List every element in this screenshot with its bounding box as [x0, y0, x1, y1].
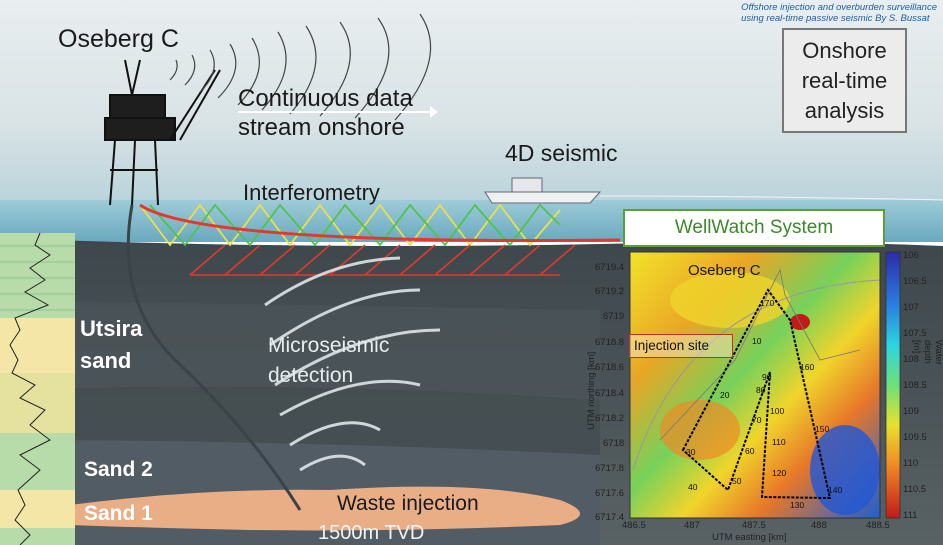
y-tick: 6718.6 — [595, 362, 625, 373]
colorbar-tick: 107 — [903, 302, 919, 313]
colorbar-tick: 110.5 — [903, 484, 927, 495]
route-number: 130 — [790, 500, 805, 510]
x-tick: 486.5 — [622, 520, 646, 531]
credit-line-2: using real-time passive seismic By S. Bu… — [741, 13, 930, 24]
route-number: 150 — [815, 424, 830, 434]
y-tick: 6717.6 — [595, 488, 625, 499]
seismic-label: 4D seismic — [505, 140, 618, 166]
y-tick: 6717.4 — [595, 512, 625, 523]
route-number: 40 — [688, 482, 698, 492]
colorbar-tick: 111 — [903, 510, 918, 521]
tvd-label: 1500m TVD — [318, 522, 425, 544]
route-number: 60 — [745, 446, 755, 456]
colorbar-title: Water depth [m] — [911, 340, 943, 365]
y-tick: 6719 — [603, 311, 625, 322]
x-tick: 488.5 — [866, 520, 890, 531]
colorbar-tick: 108.5 — [903, 380, 927, 391]
y-tick: 6718.4 — [595, 388, 625, 399]
colorbar-tick: 110 — [903, 458, 919, 469]
interferometry-label: Interferometry — [243, 180, 380, 205]
onshore-analysis-box: Onshore real-time analysis — [782, 28, 907, 133]
credit-line-1: Offshore injection and overburden survei… — [741, 2, 937, 13]
x-tick: 488 — [811, 520, 827, 531]
utsira-label-2: sand — [80, 348, 132, 373]
waste-injection-label: Waste injection — [337, 492, 479, 515]
route-number: 20 — [720, 390, 730, 400]
y-tick: 6718.2 — [595, 413, 625, 424]
route-number: 140 — [828, 485, 843, 495]
x-tick: 487.5 — [742, 520, 766, 531]
stream-label-1: Continuous data — [238, 85, 413, 112]
utsira-label-1: Utsira — [80, 316, 143, 341]
microseismic-label-2: detection — [268, 364, 354, 387]
map-platform-label: Oseberg C — [688, 262, 761, 279]
colorbar-tick: 106 — [903, 250, 919, 261]
y-tick: 6718.8 — [595, 337, 625, 348]
microseismic-label-1: Microseismic — [268, 334, 390, 357]
colorbar-tick: 108 — [903, 354, 919, 365]
route-number: 10 — [752, 336, 762, 346]
stream-label-2: stream onshore — [238, 114, 405, 141]
route-number: 90 — [762, 372, 772, 382]
x-tick: 487 — [684, 520, 700, 531]
colorbar-tick: 106.5 — [903, 276, 927, 287]
y-tick: 6719.4 — [595, 262, 625, 273]
platform-label: Oseberg C — [58, 25, 179, 53]
onshore-line-1: Onshore — [802, 38, 887, 63]
onshore-line-2: real-time — [801, 68, 888, 93]
injection-site-label: Injection site — [629, 334, 733, 358]
y-axis-title: UTM northing [km] — [586, 351, 597, 430]
route-number: 70 — [752, 415, 762, 425]
x-axis-title: UTM easting [km] — [712, 532, 787, 543]
onshore-line-3: analysis — [804, 98, 885, 123]
y-tick: 6719.2 — [595, 286, 625, 297]
credit-text: Offshore injection and overburden survei… — [741, 2, 937, 24]
route-number: 50 — [732, 476, 742, 486]
y-tick: 6718 — [603, 438, 625, 449]
route-number: 110 — [772, 437, 786, 447]
colorbar-tick: 109.5 — [903, 432, 927, 443]
colorbar-tick: 107.5 — [903, 328, 927, 339]
route-number: 170 — [760, 298, 775, 308]
route-number: 160 — [800, 362, 815, 372]
wellwatch-title-box: WellWatch System — [623, 209, 885, 247]
sand-1-label: Sand 1 — [84, 502, 153, 525]
y-tick: 6717.8 — [595, 463, 625, 474]
route-number: 80 — [756, 385, 766, 395]
sand-2-label: Sand 2 — [84, 458, 153, 481]
route-number: 30 — [686, 447, 696, 457]
route-number: 100 — [770, 406, 785, 416]
route-number: 120 — [772, 468, 787, 478]
colorbar-tick: 109 — [903, 406, 919, 417]
